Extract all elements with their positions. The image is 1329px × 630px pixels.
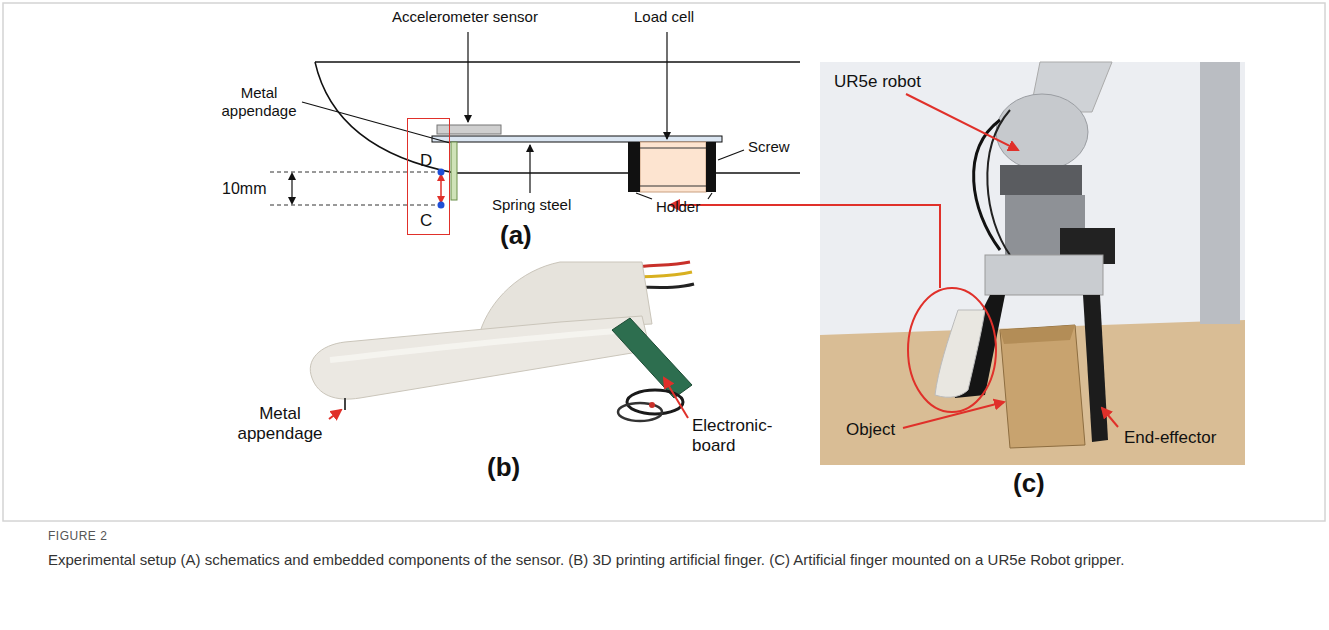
point-label: C — [420, 211, 432, 231]
part-label: Screw — [748, 138, 790, 156]
sensor-schematic — [270, 32, 800, 209]
point-label: D — [420, 151, 432, 171]
figure-number: FIGURE 2 — [48, 529, 107, 543]
part-label: Holder — [656, 198, 700, 216]
figure-caption: Experimental setup (A) schematics and em… — [48, 549, 1288, 570]
part-label: Accelerometer sensor — [392, 8, 538, 26]
robot-photo — [670, 62, 1245, 465]
part-label: UR5e robot — [834, 72, 921, 92]
part-label: Load cell — [634, 8, 694, 26]
figure-frame — [3, 3, 1325, 521]
part-label: Metal appendage — [234, 404, 326, 445]
panel-label: (b) — [487, 452, 520, 483]
highlight-box: DC — [407, 118, 450, 235]
dimension-label: 10mm — [222, 179, 266, 198]
part-label: Metal appendage — [218, 84, 300, 120]
part-label: End-effector — [1124, 428, 1216, 448]
panel-label: (c) — [1013, 468, 1045, 499]
finger-photo — [310, 262, 694, 421]
part-label: Electronic-board — [692, 416, 792, 457]
panel-label: (a) — [500, 220, 532, 251]
part-label: Object — [846, 420, 895, 440]
part-label: Spring steel — [492, 196, 571, 214]
